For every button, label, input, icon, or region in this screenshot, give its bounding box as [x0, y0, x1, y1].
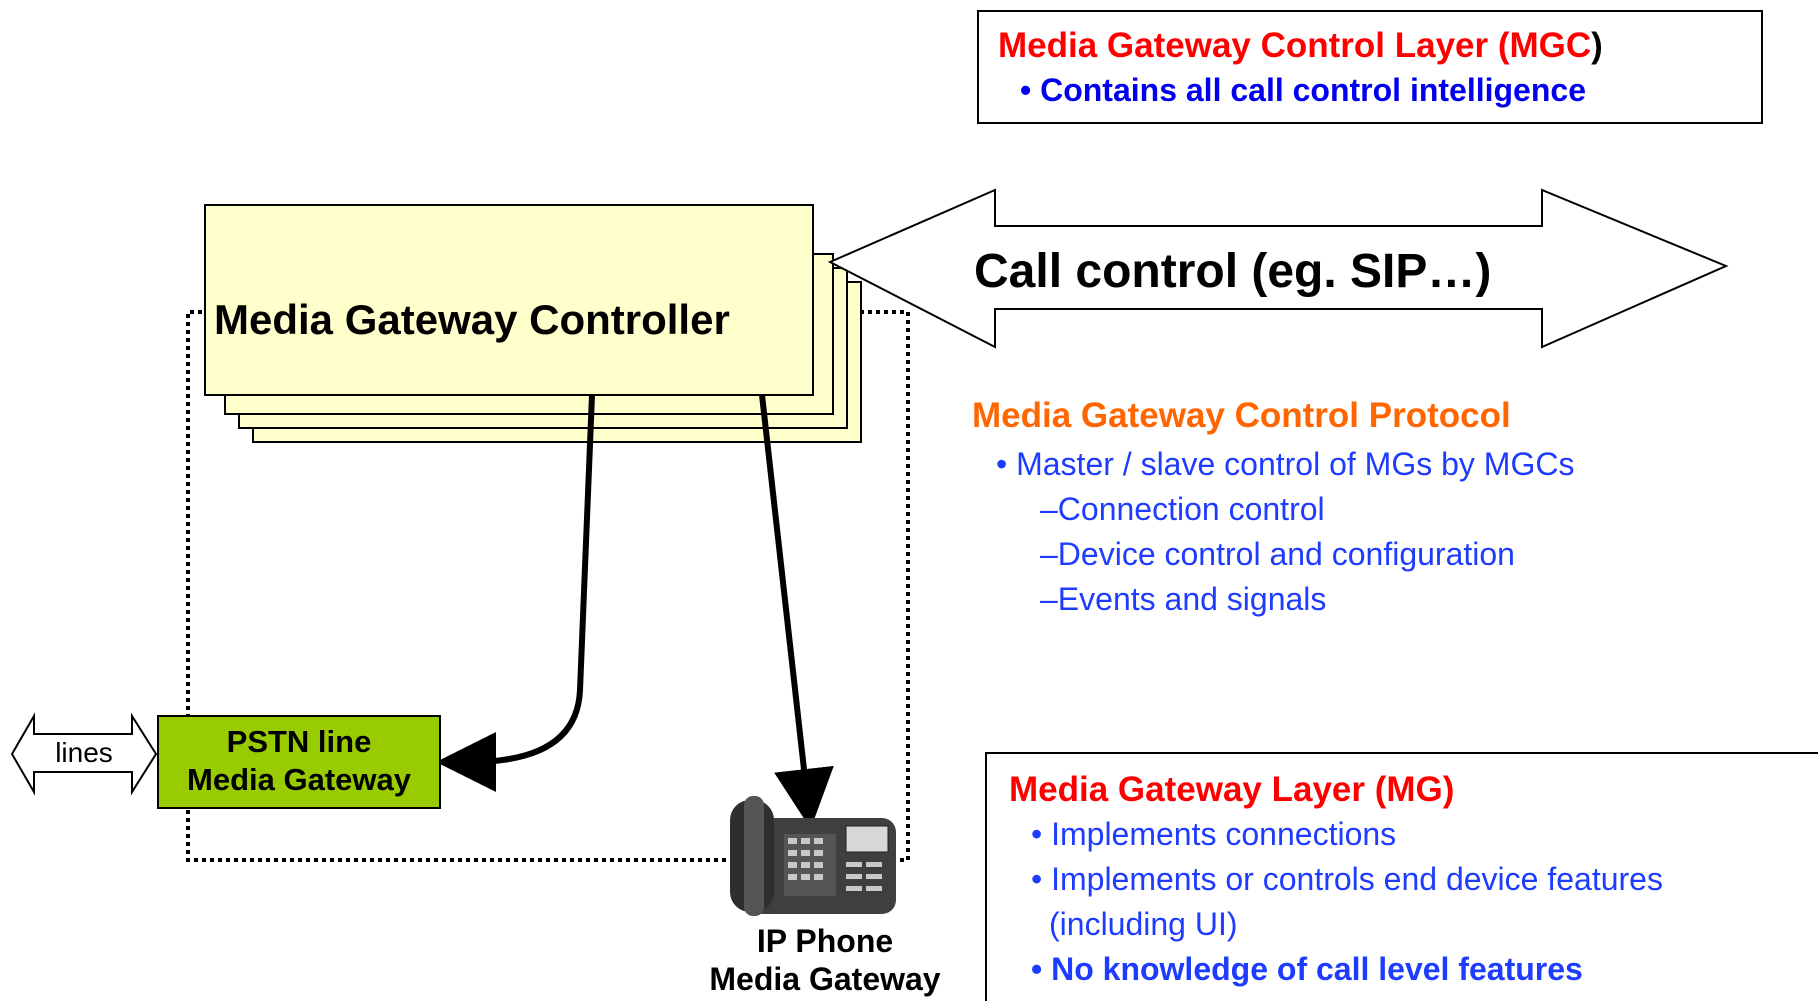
mg-layer-box: Media Gateway Layer (MG) • Implements co…: [985, 752, 1818, 1001]
call-control-arrow: [827, 188, 1729, 349]
protocol-bullet: • Master / slave control of MGs by MGCs: [996, 446, 1575, 482]
pstn-gateway-box: [157, 715, 441, 809]
ip-phone-icon: [730, 796, 896, 916]
mgc-layer-title: Media Gateway Control Layer (MGC): [998, 26, 1603, 66]
protocol-sub-item: –Device control and configuration: [1040, 536, 1515, 572]
lines-arrow: [10, 712, 158, 796]
mgc-layer-title-main: Media Gateway Control Layer (MGC: [998, 26, 1592, 65]
mgc-layer-bullet: • Contains all call control intelligence: [1020, 72, 1586, 108]
ip-phone-label: IP Phone Media Gateway: [690, 922, 960, 998]
call-control-label: Call control (eg. SIP…): [974, 245, 1492, 298]
pstn-gateway-line2: Media Gateway: [187, 762, 411, 797]
mg-layer-bullet: • Implements or controls end device feat…: [1031, 861, 1663, 897]
mgc-layer-title-paren: ): [1591, 26, 1603, 65]
pstn-gateway-line1: PSTN line: [226, 724, 372, 759]
mg-layer-title: Media Gateway Layer (MG): [1009, 770, 1455, 809]
ip-phone-line1: IP Phone: [756, 923, 894, 959]
controller-front-card: [204, 204, 814, 396]
controller-label: Media Gateway Controller: [214, 296, 730, 343]
lines-label: lines: [55, 737, 113, 768]
protocol-title: Media Gateway Control Protocol: [972, 396, 1511, 435]
mgc-layer-box: Media Gateway Control Layer (MGC) • Cont…: [977, 10, 1763, 124]
control-arrow-to-phone: [759, 394, 834, 829]
protocol-sub-item: –Connection control: [1040, 491, 1325, 527]
dotted-loop-left: [186, 310, 740, 862]
mg-layer-bullet: • No knowledge of call level features: [1031, 951, 1583, 987]
ip-phone-line2: Media Gateway: [709, 961, 941, 997]
pstn-gateway-label: PSTN line Media Gateway: [160, 723, 438, 799]
protocol-sub-item: –Events and signals: [1040, 581, 1327, 617]
mg-layer-bullet: • Implements connections: [1031, 816, 1397, 852]
dotted-loop-right: [860, 310, 910, 862]
mg-layer-bullet: (including UI): [1049, 906, 1238, 942]
control-arrow-to-pstn: [436, 394, 595, 792]
